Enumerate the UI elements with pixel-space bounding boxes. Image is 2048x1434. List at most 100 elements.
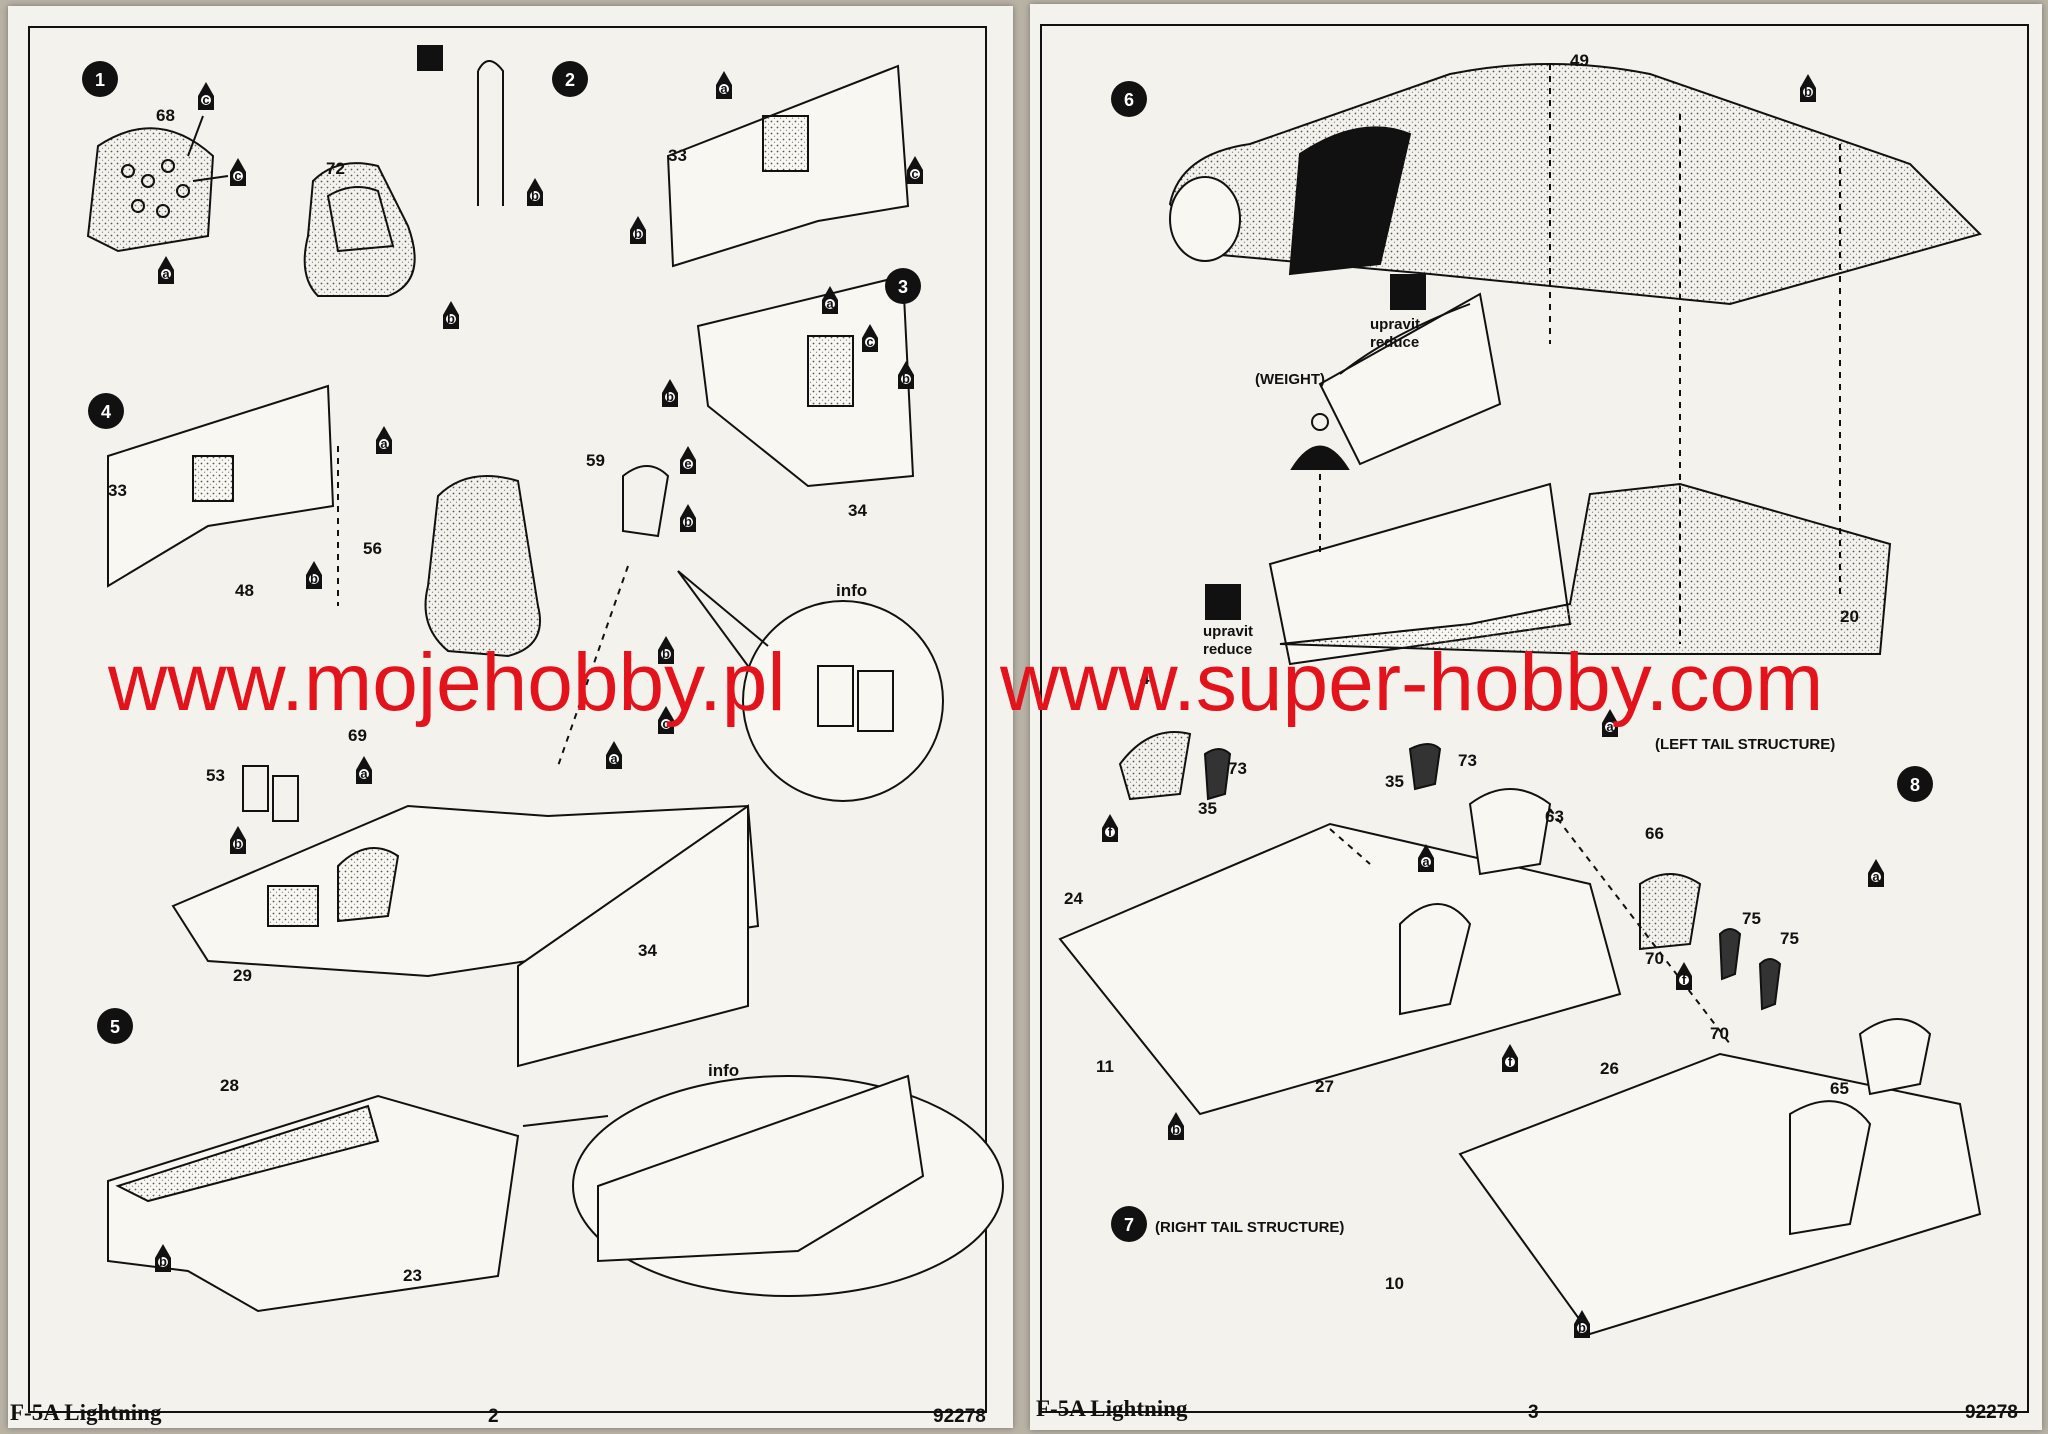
svg-text:b: b [531, 188, 539, 203]
svg-text:b: b [684, 514, 692, 529]
svg-text:b: b [662, 646, 670, 661]
svg-text:a: a [1606, 719, 1614, 734]
paint-code-marker: b [230, 826, 246, 854]
part-number: 26 [1600, 1059, 1619, 1078]
part-number: 33 [108, 481, 127, 500]
svg-text:e: e [684, 456, 691, 471]
svg-text:b: b [1804, 84, 1812, 99]
svg-text:f: f [1682, 972, 1687, 987]
svg-text:c: c [911, 166, 918, 181]
part-number: 72 [326, 159, 345, 178]
step-circle-7: 7 [1111, 1206, 1147, 1242]
part-number: 70 [1710, 1024, 1729, 1043]
step-circle-8: 8 [1897, 766, 1933, 802]
svg-text:c: c [202, 92, 209, 107]
paint-code-marker: f [1676, 962, 1692, 990]
note-text: (WEIGHT) [1255, 371, 1325, 388]
part-number: 4 [1140, 669, 1150, 688]
step-title: (RIGHT TAIL STRUCTURE) [1155, 1219, 1344, 1236]
svg-text:a: a [1422, 854, 1430, 869]
svg-text:b: b [666, 389, 674, 404]
note-text: reduce [1370, 334, 1419, 351]
reduce-marker [1205, 584, 1241, 620]
svg-text:c: c [866, 334, 873, 349]
detail-label: info [836, 581, 867, 600]
assembly-diagram-right: 6 7 8 upravit reduce (WEIGHT) upravit re… [1058, 51, 1982, 1338]
paint-code-marker: b [662, 379, 678, 407]
footer-kit-number: 92278 [1965, 1402, 2018, 1423]
step-circle-6: 6 [1111, 81, 1147, 117]
paint-code-marker: a [376, 426, 392, 454]
paint-code-marker: b [1574, 1310, 1590, 1338]
part-number: 35 [1198, 799, 1217, 818]
svg-text:a: a [162, 266, 170, 281]
part-number: 49 [1570, 51, 1589, 70]
page-frame [28, 26, 987, 1413]
part-number: 28 [220, 1076, 239, 1095]
part-number: 23 [403, 1266, 422, 1285]
part-number: 73 [1228, 759, 1247, 778]
paint-code-marker: b [306, 561, 322, 589]
part-number: 75 [1742, 909, 1761, 928]
svg-text:b: b [902, 371, 910, 386]
svg-text:b: b [634, 226, 642, 241]
part-number: 59 [586, 451, 605, 470]
paint-code-marker: b [630, 216, 646, 244]
svg-text:2: 2 [565, 70, 575, 90]
footer-model-name: F-5A Lightning [10, 1400, 162, 1425]
svg-text:b: b [310, 571, 318, 586]
step-circle-3: 3 [885, 268, 921, 304]
part-number: 75 [1780, 929, 1799, 948]
reduce-marker [1390, 274, 1426, 310]
step-circle-4: 4 [88, 393, 124, 429]
paint-code-marker: c [862, 324, 878, 352]
part-number: 34 [848, 501, 867, 520]
part-number: 35 [1385, 772, 1404, 791]
part-number: 34 [638, 941, 657, 960]
part-number: 20 [1840, 607, 1859, 626]
svg-text:1: 1 [95, 70, 105, 90]
note-text: upravit [1370, 316, 1420, 333]
step-circle-1: 1 [82, 61, 118, 97]
paint-code-marker: b [680, 504, 696, 532]
paint-code-marker: a [1868, 859, 1884, 887]
assembly-diagram-left: 1 2 3 4 5 68 72 33 34 33 56 48 59 53 69 … [82, 45, 1004, 1313]
part-number: 65 [1830, 1079, 1849, 1098]
step-title: (LEFT TAIL STRUCTURE) [1655, 736, 1835, 753]
part-number: 53 [206, 766, 225, 785]
svg-text:b: b [447, 311, 455, 326]
svg-text:f: f [1508, 1054, 1513, 1069]
instruction-page-right: 6 7 8 upravit reduce (WEIGHT) upravit re… [1030, 4, 2042, 1430]
note-text: upravit [1203, 623, 1253, 640]
svg-text:b: b [159, 1254, 167, 1269]
paint-code-marker: b [443, 301, 459, 329]
paint-code-marker: a [822, 286, 838, 314]
footer-page-number: 2 [488, 1406, 499, 1427]
paint-code-marker: b [155, 1244, 171, 1272]
svg-text:f: f [1108, 824, 1113, 839]
note-text: reduce [1203, 641, 1252, 658]
part-number: 73 [1458, 751, 1477, 770]
detail-label: info [708, 1061, 739, 1080]
svg-text:8: 8 [1910, 775, 1920, 795]
paint-code-marker: b [527, 178, 543, 206]
footer-model-name: F-5A Lightning [1036, 1396, 1188, 1421]
svg-text:a: a [380, 436, 388, 451]
part-number: 68 [156, 106, 175, 125]
paint-code-marker: a [1602, 709, 1618, 737]
paint-code-marker: c [198, 82, 214, 110]
paint-code-marker: a [606, 741, 622, 769]
paint-code-marker: a [1418, 844, 1434, 872]
svg-text:c: c [234, 168, 241, 183]
svg-text:6: 6 [1124, 90, 1134, 110]
paint-code-marker: f [1102, 814, 1118, 842]
footer-kit-number: 92278 [933, 1406, 986, 1427]
svg-text:c: c [662, 716, 669, 731]
svg-text:a: a [1872, 869, 1880, 884]
page-frame [1040, 24, 2029, 1413]
paint-code-marker: c [230, 158, 246, 186]
part-number: 69 [348, 726, 367, 745]
svg-text:b: b [1172, 1122, 1180, 1137]
part-number: 29 [233, 966, 252, 985]
paint-code-marker: f [1502, 1044, 1518, 1072]
